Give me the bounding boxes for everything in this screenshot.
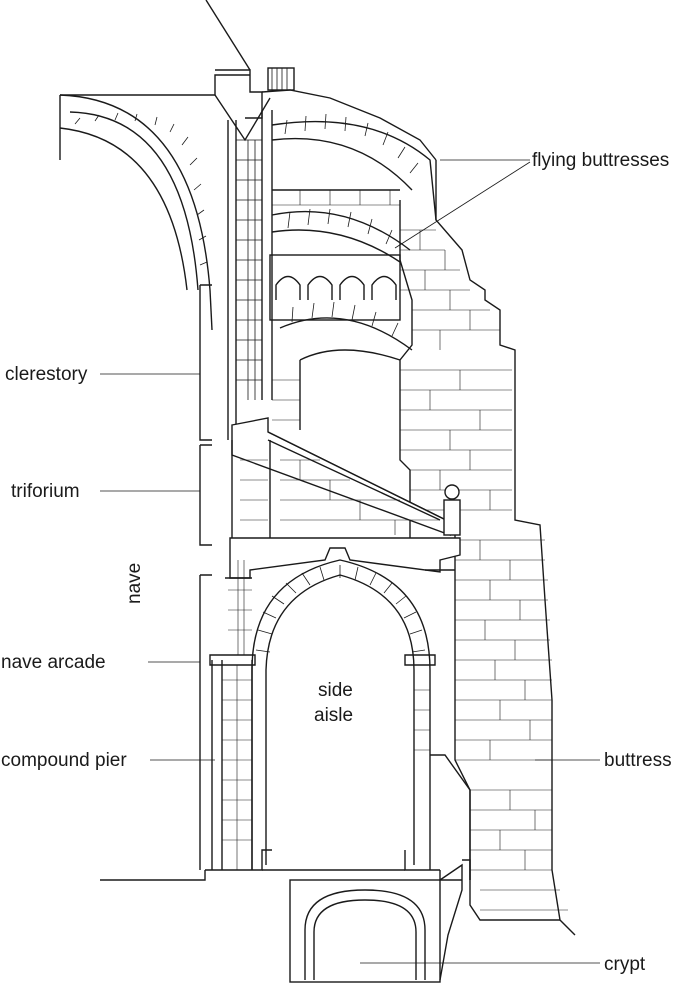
label-aisle: aisle: [314, 705, 353, 726]
label-crypt: crypt: [604, 954, 646, 975]
triforium-level: [231, 349, 461, 540]
gallery-slab: [225, 537, 461, 579]
label-clerestory: clerestory: [5, 364, 88, 385]
label-nave: nave: [124, 563, 145, 604]
nave-vault: [59, 74, 250, 331]
elevation-brackets: [199, 284, 212, 870]
lower-flying-buttress: [269, 208, 413, 351]
side-aisle-arch: [251, 559, 431, 870]
label-buttress: buttress: [604, 750, 672, 771]
upper-flying-buttress: [271, 113, 437, 221]
compound-pier: [205, 560, 272, 871]
nave-wall: [214, 94, 273, 440]
leader-flying-buttresses-lower: [394, 161, 531, 249]
label-triforium: triforium: [11, 481, 80, 502]
leader-lines: [100, 159, 600, 964]
roof-peak: [205, 0, 437, 161]
label-side: side: [318, 680, 353, 701]
label-nave-arcade: nave arcade: [1, 652, 106, 673]
label-flying-buttresses: flying buttresses: [532, 150, 669, 171]
aisle-pier: [404, 654, 471, 880]
crypt-chamber: [289, 859, 560, 983]
labels: flying buttresses clerestory triforium n…: [1, 150, 672, 975]
label-compound-pier: compound pier: [1, 750, 127, 771]
floor-line: [100, 869, 462, 881]
outer-buttress: [399, 160, 576, 936]
